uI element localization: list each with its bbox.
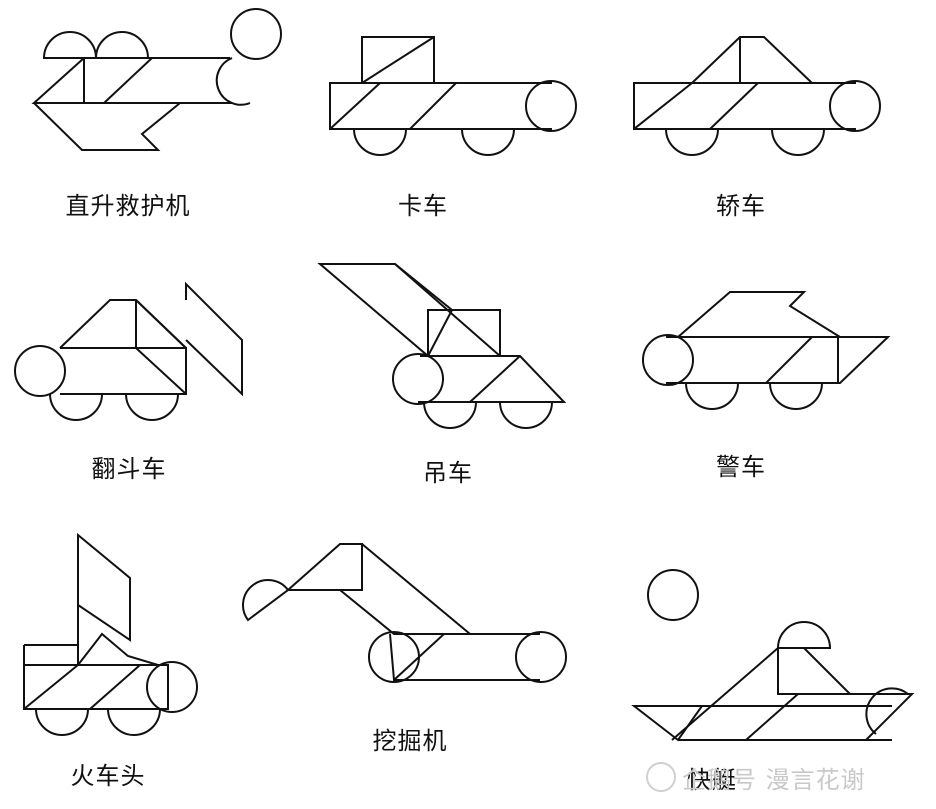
police-car-figure [642, 291, 891, 410]
penguin-logo-icon [646, 762, 676, 792]
label-crane: 吊车 [423, 459, 473, 487]
sedan-figure [633, 36, 881, 156]
label-dump-truck: 翻斗车 [91, 455, 167, 483]
label-excavator: 挖掘机 [372, 727, 448, 755]
excavator-figure [242, 543, 567, 683]
label-sedan: 轿车 [716, 192, 766, 220]
crane-figure [317, 263, 567, 429]
label-speedboat: 快艇 [687, 766, 737, 794]
truck-figure [329, 36, 577, 156]
label-police-car: 警车 [716, 453, 766, 481]
helicopter-figure [31, 8, 282, 151]
locomotive-figure [23, 532, 198, 736]
label-locomotive: 火车头 [70, 762, 146, 790]
label-truck: 卡车 [398, 192, 448, 220]
watermark-text: 企鹅号 漫言花谢 [682, 766, 866, 794]
dump-truck-figure [14, 281, 243, 421]
speedboat-figure [631, 569, 915, 742]
label-helicopter: 直升救护机 [65, 192, 191, 220]
watermark: 企鹅号 漫言花谢 [646, 760, 866, 795]
